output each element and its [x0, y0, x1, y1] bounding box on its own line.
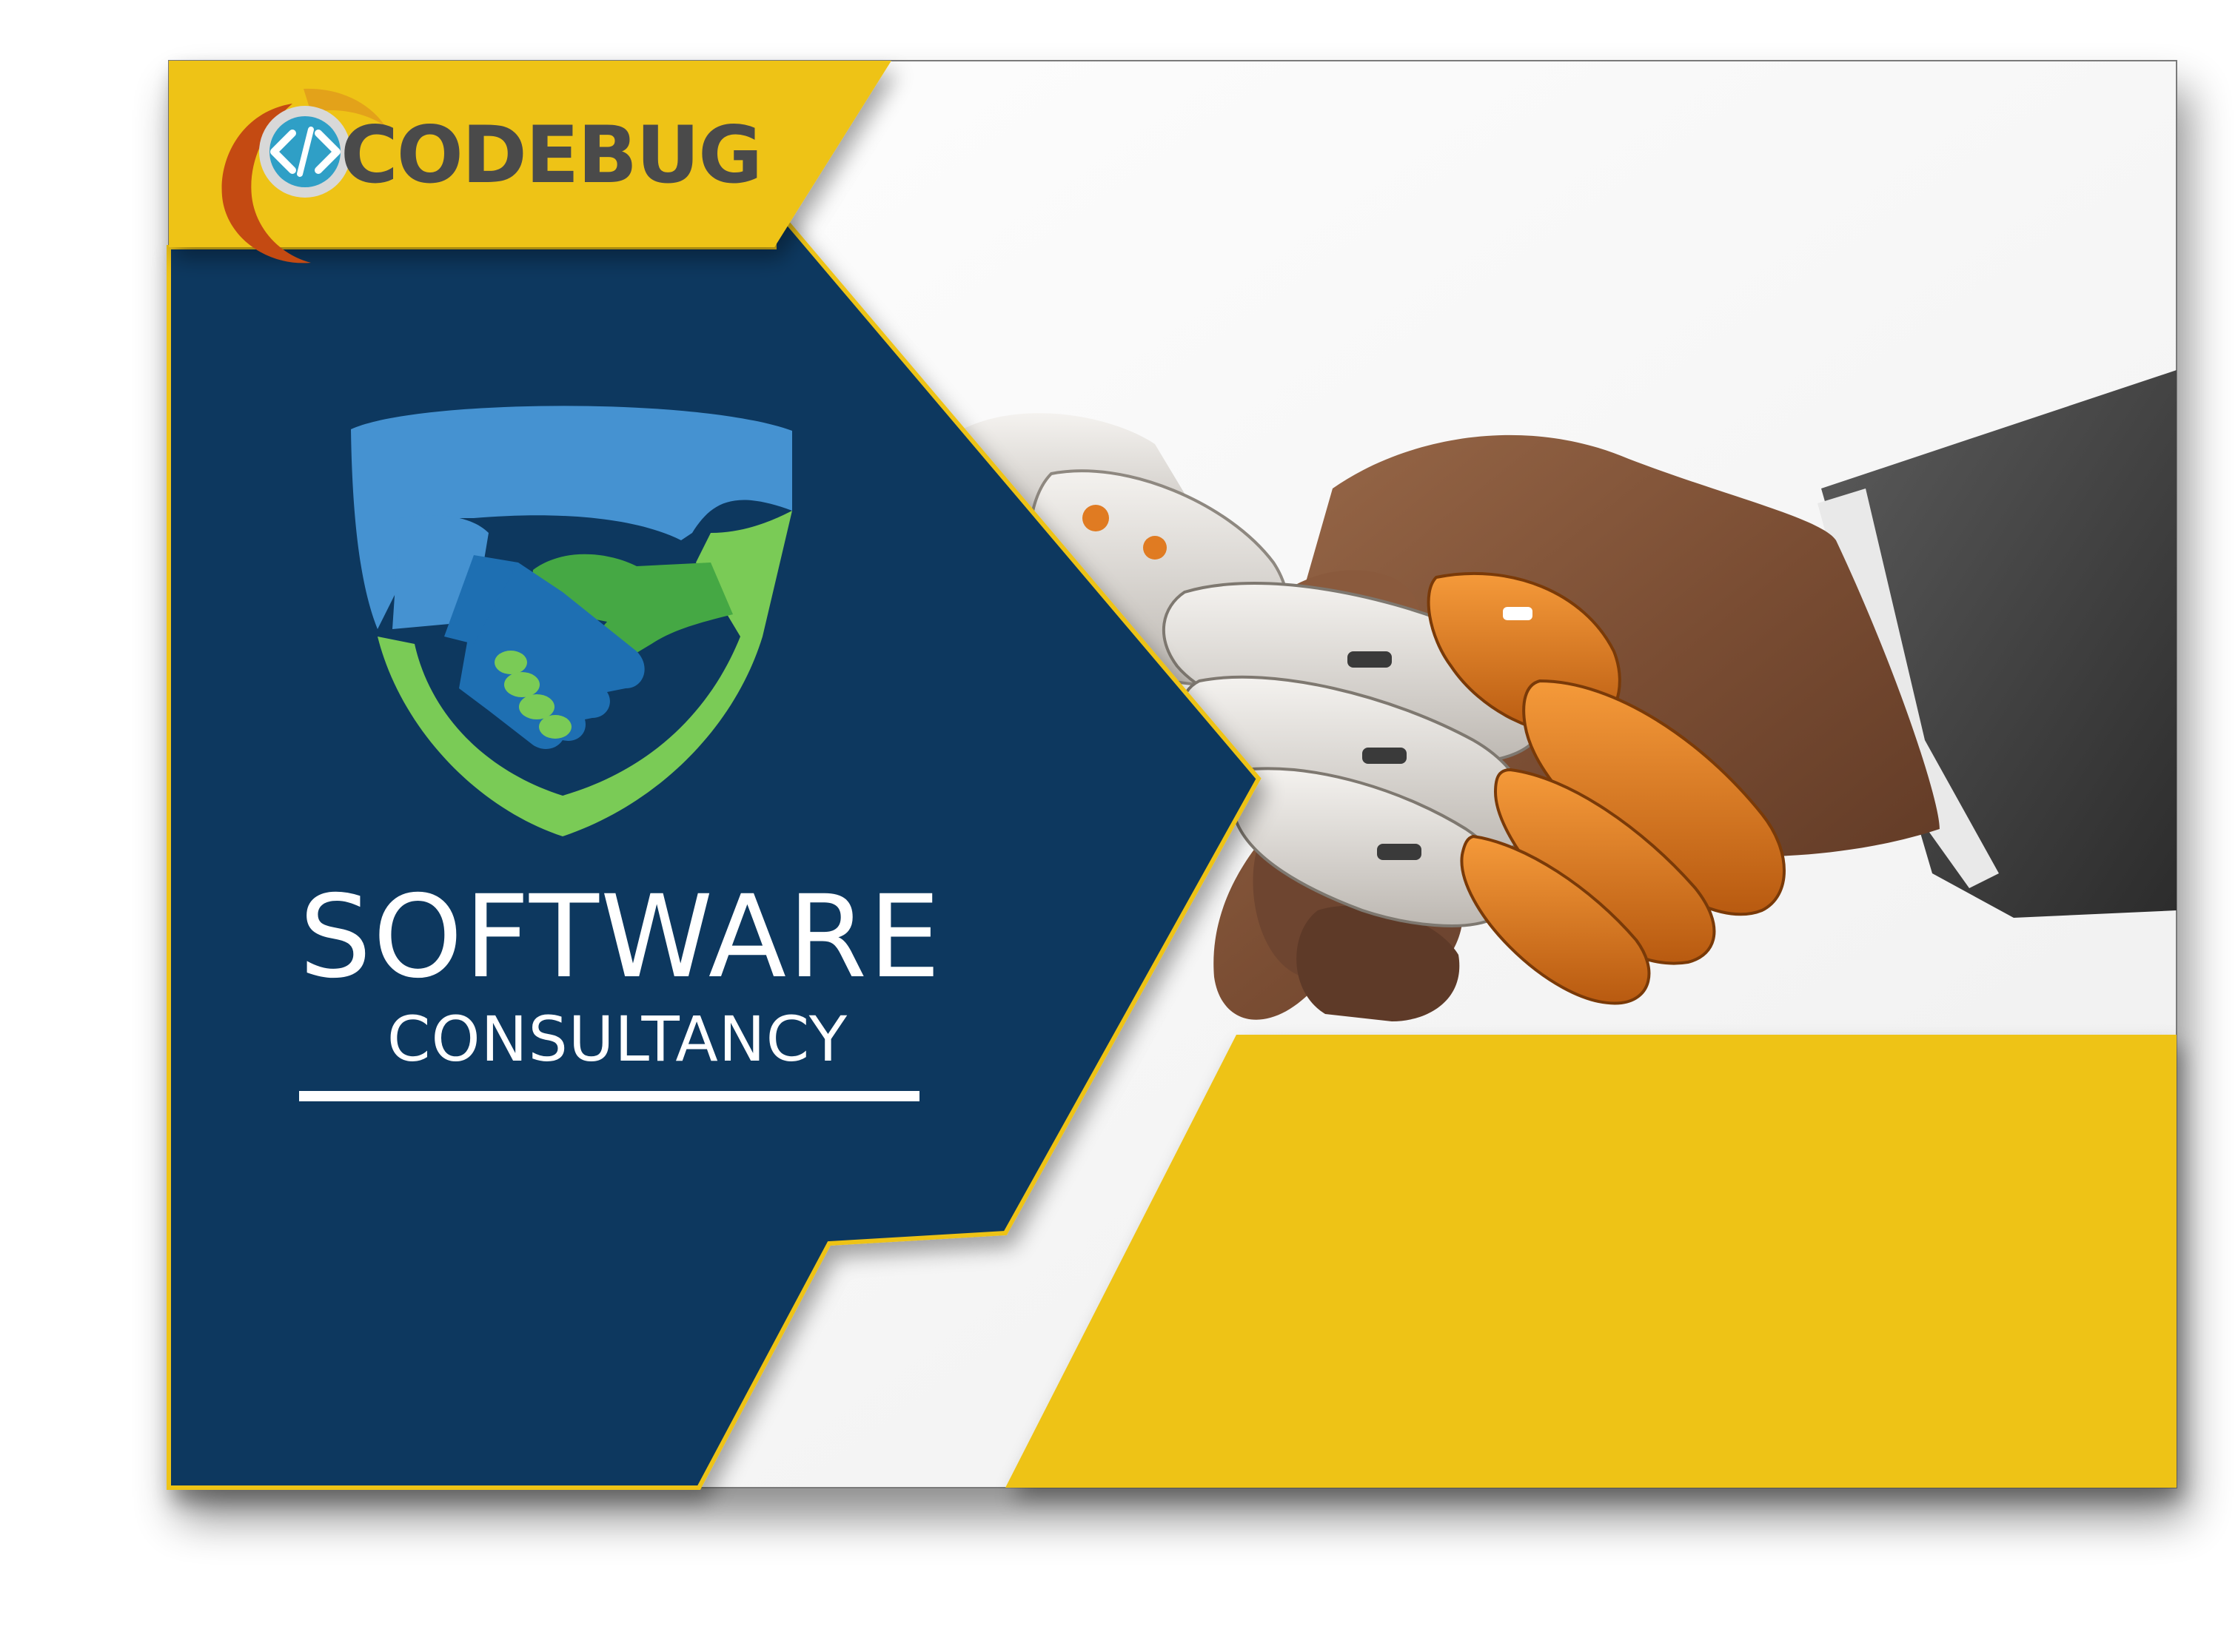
robot-human-handshake-photo	[962, 370, 2177, 1021]
headline-underline	[299, 1091, 919, 1101]
yellow-block	[1005, 1035, 2177, 1488]
code-brackets-icon	[221, 88, 385, 263]
shield-handshake-icon	[351, 406, 792, 836]
brand-name: CODEBUG	[341, 110, 763, 201]
headline-subtitle: CONSULTANCY	[386, 1003, 848, 1075]
headline-title: SOFTWARE	[299, 871, 942, 1004]
